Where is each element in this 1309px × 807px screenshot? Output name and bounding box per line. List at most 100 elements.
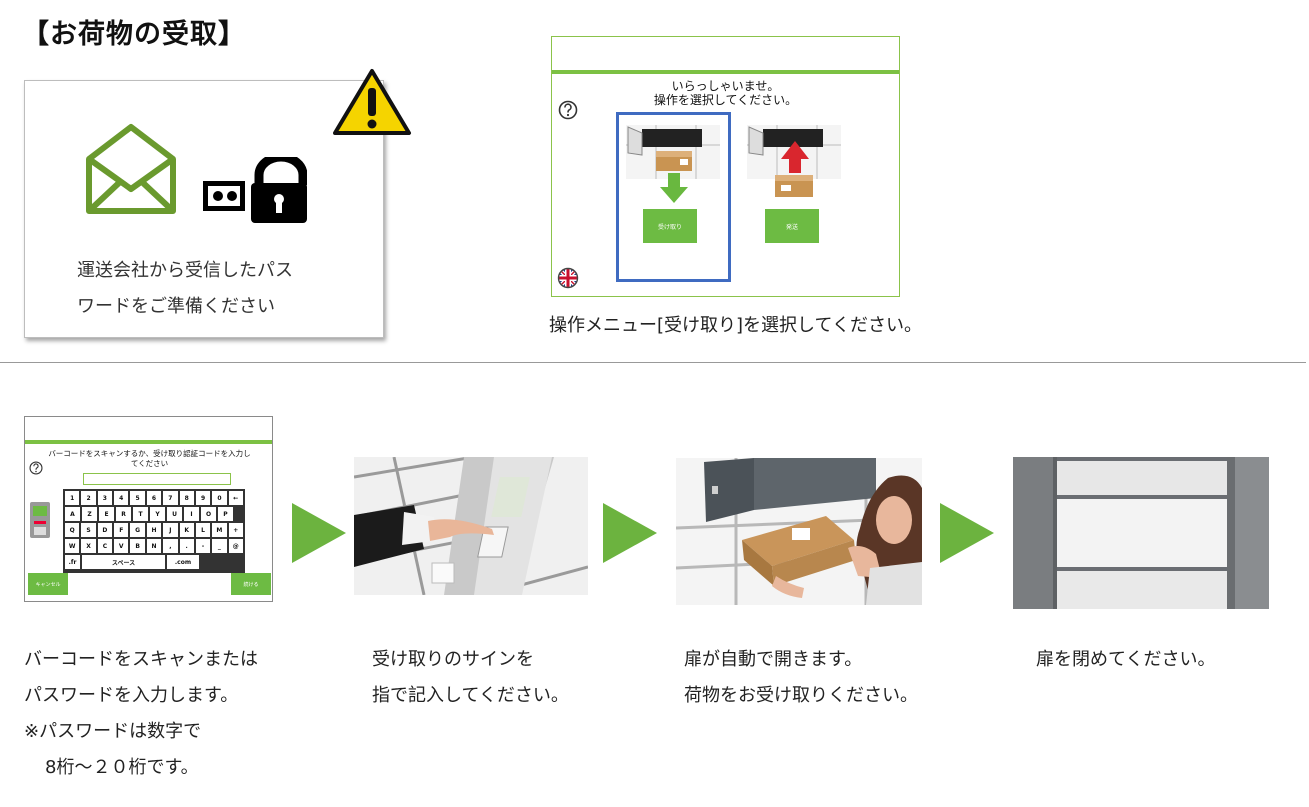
next-step-arrow-icon: [940, 503, 994, 563]
keyboard-key[interactable]: @: [228, 539, 243, 553]
keyboard-key[interactable]: 9: [195, 491, 211, 505]
greeting-line: 操作を選択してください。: [653, 93, 798, 107]
keyboard-key[interactable]: 2: [81, 491, 96, 505]
keyboard-key[interactable]: -: [195, 539, 211, 553]
keyboard-key[interactable]: Z: [82, 507, 97, 521]
caption-line: 扉が自動で開きます。: [684, 649, 863, 670]
step-caption-barcode: バーコードをスキャンまたは パスワードを入力します。 ※パスワードは数字で 8桁…: [24, 642, 258, 786]
keyboard-key[interactable]: H: [146, 523, 162, 537]
keyboard-key[interactable]: U: [167, 507, 182, 521]
cancel-button[interactable]: キャンセル: [28, 573, 68, 595]
keyboard-key[interactable]: K: [179, 523, 194, 537]
keyboard-key[interactable]: +: [228, 523, 243, 537]
preparation-line: ワードをご準備ください: [77, 296, 275, 317]
padlock-password-icon: [203, 157, 307, 223]
keyboard-key[interactable]: J: [163, 523, 178, 537]
help-icon[interactable]: [29, 461, 43, 475]
screen-header-bar: [25, 440, 272, 444]
keyboard-key[interactable]: F: [114, 523, 129, 537]
next-step-arrow-icon: [603, 503, 657, 563]
step-caption-close: 扉を閉めてください。: [1036, 642, 1215, 678]
locker-send-illustration: [747, 125, 841, 197]
keyboard-key[interactable]: B: [130, 539, 145, 553]
operation-menu-screen: いらっしゃいませ。 操作を選択してください。 受け取り 発送: [551, 36, 900, 297]
keyboard-key[interactable]: ,: [163, 539, 178, 553]
prompt-line: バーコードをスキャンするか、受け取り認証コードを入力し: [48, 449, 251, 458]
prompt-line: てください: [130, 459, 169, 468]
keyboard-key[interactable]: O: [201, 507, 216, 521]
continue-button[interactable]: 続ける: [231, 573, 271, 595]
keyboard-key[interactable]: .: [179, 539, 194, 553]
keyboard-key[interactable]: 6: [146, 491, 162, 505]
password-preparation-card: 運送会社から受信したパス ワードをご準備ください: [24, 80, 384, 338]
keyboard-key[interactable]: D: [97, 523, 113, 537]
step-caption-sign: 受け取りのサインを 指で記入してください。: [372, 642, 569, 714]
keyboard-key[interactable]: M: [212, 523, 227, 537]
keyboard-key[interactable]: V: [114, 539, 129, 553]
keyboard-key[interactable]: S: [81, 523, 96, 537]
keyboard-key[interactable]: P: [218, 507, 233, 521]
receive-button[interactable]: 受け取り: [643, 209, 697, 243]
section-divider: [0, 362, 1306, 363]
keyboard-key[interactable]: C: [97, 539, 113, 553]
space-key[interactable]: スペース: [82, 555, 165, 569]
keyboard-key[interactable]: I: [184, 507, 199, 521]
keyboard-key[interactable]: R: [116, 507, 131, 521]
keyboard-key[interactable]: A: [65, 507, 80, 521]
signing-photo: [354, 457, 588, 595]
menu-greeting: いらっしゃいませ。 操作を選択してください。: [552, 79, 899, 107]
caption-line: ※パスワードは数字で: [24, 721, 202, 742]
menu-caption: 操作メニュー[受け取り]を選択してください。: [549, 315, 922, 336]
closed-locker-photo: [1013, 457, 1269, 609]
keyboard-key[interactable]: X: [81, 539, 96, 553]
caption-line: 受け取りのサインを: [372, 649, 534, 670]
receive-option-highlight: [616, 112, 731, 282]
keyboard-key[interactable]: E: [99, 507, 114, 521]
keyboard-key[interactable]: T: [133, 507, 148, 521]
keyboard-key[interactable]: ←: [228, 491, 243, 505]
keyboard-key[interactable]: 0: [212, 491, 227, 505]
send-button[interactable]: 発送: [765, 209, 819, 243]
envelope-icon: [86, 124, 176, 214]
greeting-line: いらっしゃいませ。: [671, 79, 780, 93]
next-step-arrow-icon: [292, 503, 346, 563]
step-caption-open: 扉が自動で開きます。 荷物をお受け取りください。: [684, 642, 918, 714]
caption-line: パスワードを入力します。: [24, 685, 239, 706]
uk-flag-language-icon[interactable]: [557, 267, 579, 289]
keyboard-key[interactable]: W: [65, 539, 80, 553]
keyboard-key[interactable]: G: [130, 523, 145, 537]
fr-key[interactable]: .fr: [65, 555, 80, 569]
keyboard-key[interactable]: L: [195, 523, 211, 537]
caption-line: 8桁～２０桁です。: [45, 757, 199, 778]
keyboard-key[interactable]: 7: [163, 491, 178, 505]
help-icon[interactable]: [558, 100, 578, 120]
keyboard-key[interactable]: 8: [179, 491, 194, 505]
door-opening-photo: [676, 458, 922, 605]
keyboard-key[interactable]: 4: [114, 491, 129, 505]
caption-line: バーコードをスキャンまたは: [24, 649, 258, 670]
preparation-line: 運送会社から受信したパス: [77, 260, 293, 281]
password-preparation-text: 運送会社から受信したパス ワードをご準備ください: [77, 253, 377, 325]
keyboard-key[interactable]: 1: [65, 491, 80, 505]
caption-line: 荷物をお受け取りください。: [684, 685, 918, 706]
locker-receive-illustration: [626, 125, 720, 203]
keyboard-key[interactable]: Q: [65, 523, 80, 537]
keyboard-key[interactable]: Y: [150, 507, 165, 521]
keyboard-key[interactable]: 5: [130, 491, 145, 505]
screen-header-bar: [552, 70, 899, 74]
keyboard-key[interactable]: N: [146, 539, 162, 553]
keyboard-key[interactable]: 3: [97, 491, 113, 505]
code-input-field[interactable]: [83, 473, 231, 485]
caption-line: 扉を閉めてください。: [1036, 649, 1216, 670]
com-key[interactable]: .com: [167, 555, 199, 569]
caption-line: 指で記入してください。: [372, 685, 569, 706]
barcode-scanner-icon: [30, 502, 50, 538]
keyboard-key[interactable]: _: [212, 539, 227, 553]
